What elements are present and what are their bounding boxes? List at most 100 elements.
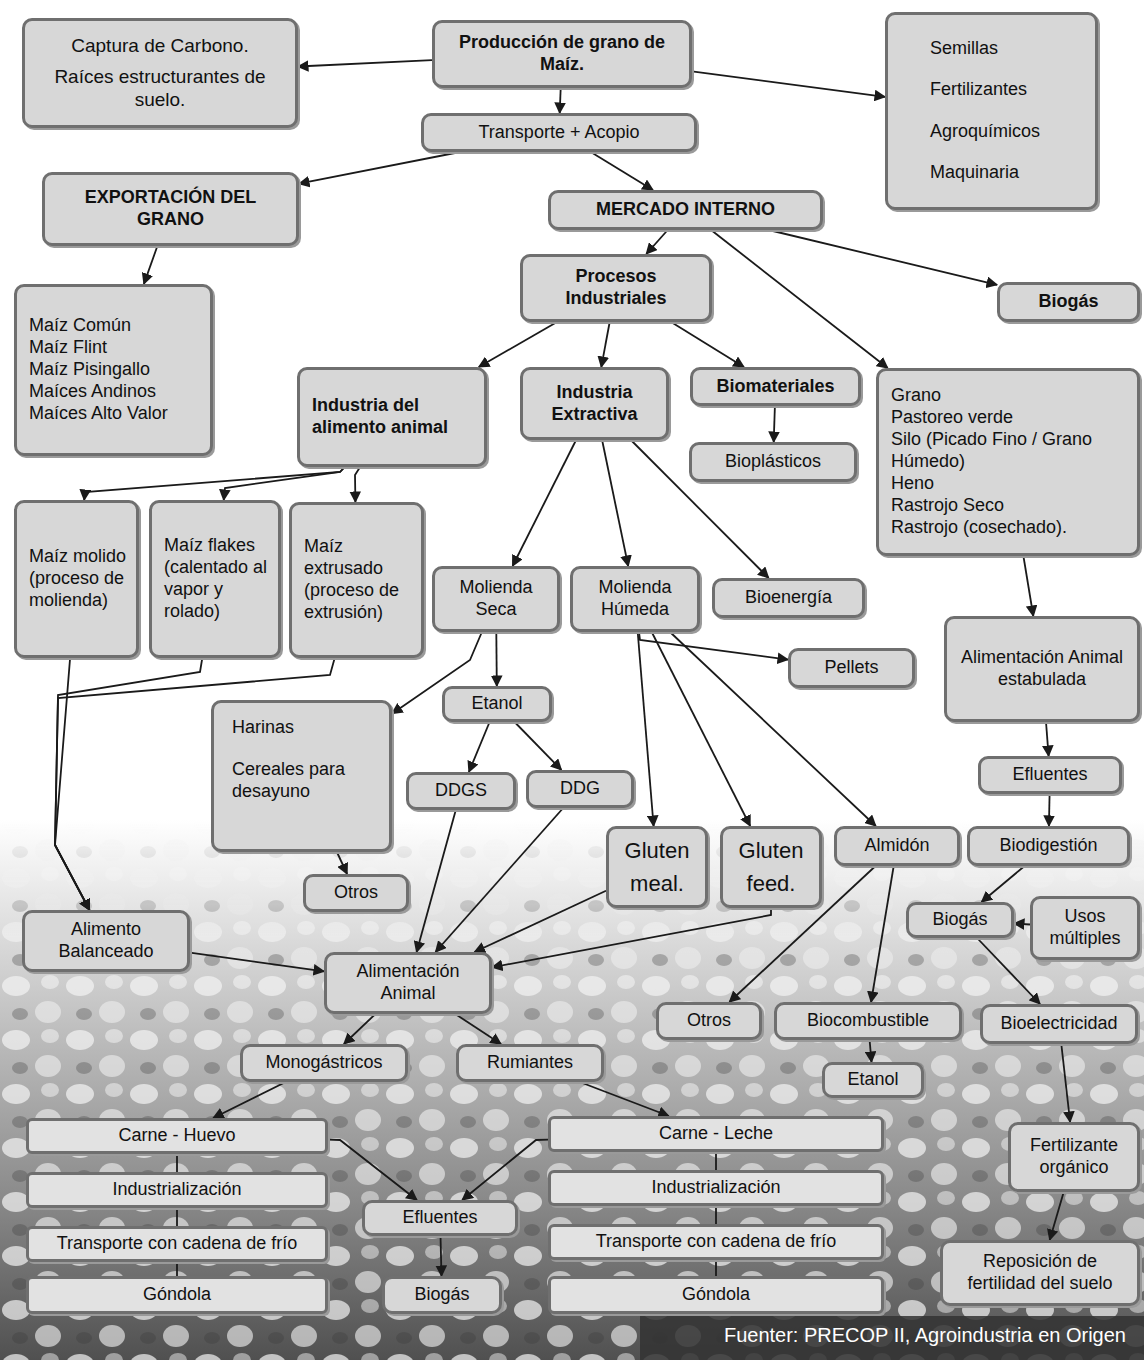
flow-arrow: [591, 152, 653, 190]
box-label: DDG: [537, 778, 623, 800]
box-label: Biogás: [1008, 291, 1129, 313]
box-label: Industrialización: [559, 1177, 873, 1199]
flow-arrow: [769, 230, 997, 285]
flow-arrow: [495, 632, 497, 686]
process-box: Biogás: [382, 1276, 502, 1314]
box-label: Molienda Húmeda: [581, 577, 689, 621]
process-box: Biocombustible: [774, 1002, 962, 1040]
box-label: Maquinaria: [930, 162, 1087, 184]
process-box: Gluten meal.: [606, 826, 708, 908]
box-label: Usos múltiples: [1041, 906, 1129, 950]
box-label: Transporte con cadena de frío: [559, 1231, 873, 1253]
process-box: Maíz molido (proceso de molienda): [14, 500, 139, 658]
process-box: Producción de grano de Maíz.: [432, 20, 692, 88]
process-box: Etanol: [442, 686, 552, 722]
process-box: Maíz extrusado (proceso de extrusión): [289, 502, 424, 658]
box-label: Maíces Alto Valor: [29, 403, 202, 425]
process-box: Góndola: [548, 1276, 884, 1314]
process-box: Carne - Huevo: [26, 1118, 328, 1154]
flow-arrow: [337, 852, 347, 874]
flow-arrow: [355, 467, 360, 502]
box-label: Harinas: [232, 717, 381, 739]
flow-arrow: [671, 322, 744, 367]
process-box: Molienda Seca: [432, 566, 560, 632]
flow-arrow: [1048, 794, 1050, 826]
box-label: Industria del alimento animal: [312, 395, 476, 439]
box-label: Gluten feed.: [731, 834, 811, 900]
box-label: Biomateriales: [701, 376, 850, 398]
process-box: Gluten feed.: [720, 826, 822, 908]
box-label: Transporte con cadena de frío: [37, 1233, 317, 1255]
flow-arrow: [639, 632, 788, 660]
flow-arrow: [455, 1014, 501, 1044]
process-box: HarinasCereales para desayuno: [211, 700, 392, 852]
flow-arrow: [475, 891, 607, 952]
process-box: Maíz ComúnMaíz FlintMaíz PisingalloMaíce…: [14, 284, 213, 456]
box-label: Rastrojo Seco: [891, 495, 1129, 517]
box-label: Bioelectricidad: [991, 1013, 1127, 1035]
box-label: Captura de Carbono.: [35, 34, 285, 57]
flow-arrow: [871, 866, 894, 1002]
flow-arrow: [213, 1082, 286, 1118]
flow-arrow: [328, 1140, 417, 1200]
flow-arrow: [774, 406, 775, 442]
flow-arrow: [870, 1040, 872, 1062]
box-label: Maíz flakes (calentado al vapor y rolado…: [164, 535, 270, 623]
box-label: Alimento Balanceado: [33, 919, 179, 963]
process-box: Biodigestión: [967, 826, 1130, 866]
flow-arrow: [469, 722, 490, 772]
box-label: Pellets: [799, 657, 904, 679]
flow-arrow: [982, 866, 1025, 902]
box-label: Industria Extractiva: [531, 382, 658, 426]
process-box: Otros: [656, 1002, 762, 1040]
flow-arrow: [1061, 1044, 1070, 1122]
process-box: Alimentación Animal: [324, 952, 492, 1014]
box-label: Biogás: [917, 909, 1003, 931]
process-box: Otros: [303, 874, 409, 912]
flow-arrow: [515, 722, 562, 770]
flow-arrow: [176, 1208, 178, 1226]
process-box: Industrialización: [26, 1172, 328, 1208]
process-box: Captura de Carbono.Raíces estructurantes…: [22, 18, 298, 128]
process-box: Transporte con cadena de frío: [548, 1224, 884, 1260]
process-box: Industria del alimento animal: [297, 367, 487, 467]
box-label: Fertilizantes: [930, 79, 1087, 101]
flow-arrow: [1050, 1192, 1064, 1240]
box-label: Carne - Leche: [559, 1123, 873, 1145]
source-caption: Fuenter: PRECOP II, Agroindustria en Ori…: [724, 1324, 1126, 1347]
box-label: Rastrojo (cosechado).: [891, 517, 1129, 539]
box-label: Reposición de fertilidad del suelo: [951, 1251, 1129, 1295]
box-label: Biogás: [393, 1284, 491, 1306]
process-box: MERCADO INTERNO: [548, 190, 823, 230]
box-label: Otros: [667, 1010, 751, 1032]
box-label: Cereales para desayuno: [232, 759, 381, 803]
box-label: Maíz Pisingallo: [29, 359, 202, 381]
flow-arrow: [1014, 924, 1030, 925]
flow-arrow: [601, 322, 609, 367]
box-label: Maíz Común: [29, 315, 202, 337]
flow-arrow: [715, 1260, 717, 1276]
flow-arrow: [176, 1262, 178, 1276]
box-label: Bioplásticos: [700, 451, 846, 473]
flow-arrow: [692, 71, 885, 97]
flow-arrow: [602, 440, 628, 566]
process-box: Transporte con cadena de frío: [26, 1226, 328, 1262]
process-box: Industria Extractiva: [520, 367, 669, 440]
box-label: Alimentación Animal: [335, 961, 481, 1005]
box-label: Procesos Industriales: [531, 266, 701, 310]
flow-arrow: [224, 467, 345, 500]
flow-arrow: [492, 908, 771, 967]
process-box: Molienda Húmeda: [570, 566, 700, 632]
box-label: Grano: [891, 385, 1129, 407]
flow-arrow: [299, 152, 460, 184]
box-label: Monogástricos: [251, 1052, 397, 1074]
process-box: DDG: [526, 770, 634, 808]
flow-arrow: [190, 953, 324, 972]
process-box: Reposición de fertilidad del suelo: [940, 1240, 1140, 1306]
box-label: Bioenergía: [723, 587, 854, 609]
box-label: Etanol: [833, 1069, 913, 1091]
process-box: Bioenergía: [712, 578, 865, 618]
flow-arrow: [298, 60, 432, 66]
flow-arrow: [1023, 556, 1033, 616]
process-box: Usos múltiples: [1030, 896, 1140, 960]
